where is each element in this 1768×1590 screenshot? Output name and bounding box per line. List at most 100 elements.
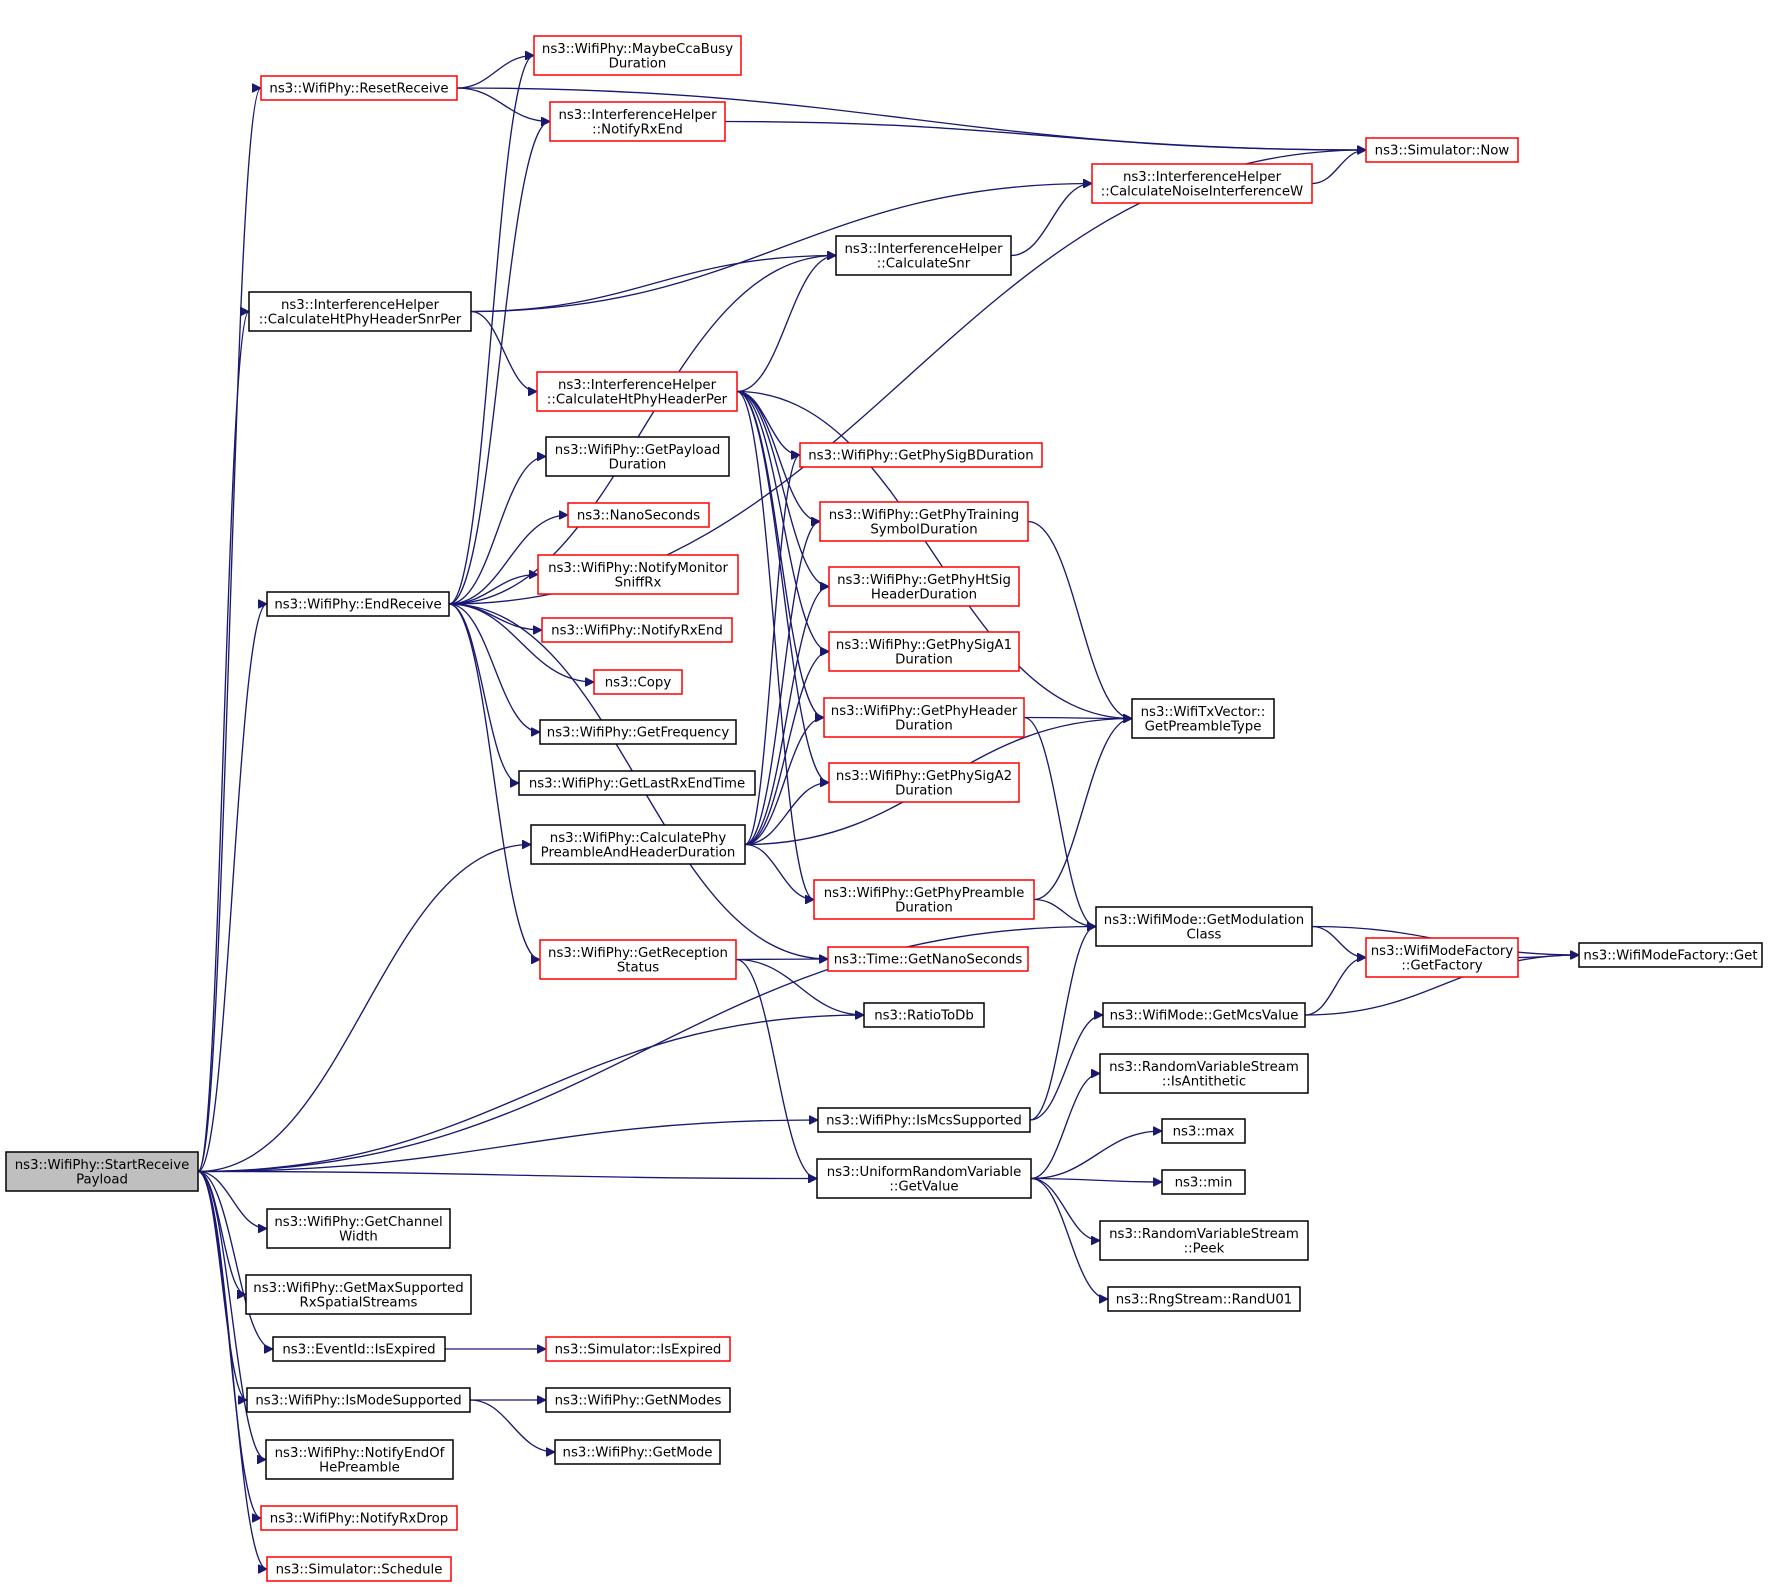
node-label: Duration	[895, 652, 953, 667]
node-ns3-wifiphy-endreceive[interactable]: ns3::WifiPhy::EndReceive	[266, 591, 450, 617]
node-box	[260, 1505, 458, 1531]
edge-urv-to-nmin	[1030, 1179, 1162, 1183]
node-ns3-wifiphy-getphytrainingsymbolduration[interactable]: ns3::WifiPhy::GetPhyTrainingSymbolDurati…	[819, 501, 1029, 542]
node-ns3-wifiphy-getnmodes[interactable]: ns3::WifiPhy::GetNModes	[545, 1387, 731, 1413]
node-label: ns3::InterferenceHelper	[844, 242, 1003, 257]
node-ns3-nanoseconds[interactable]: ns3::NanoSeconds	[567, 502, 710, 528]
node-ns3-wifiphy-notifyrxdrop[interactable]: ns3::WifiPhy::NotifyRxDrop	[260, 1505, 458, 1531]
node-label: ns3::WifiPhy::GetPayload	[555, 443, 721, 458]
node-label: PreambleAndHeaderDuration	[541, 845, 736, 860]
node-label: ns3::WifiPhy::CalculatePhy	[550, 831, 727, 846]
node-ns3-time-getnanoseconds[interactable]: ns3::Time::GetNanoSeconds	[827, 946, 1029, 972]
node-label: ns3::RatioToDb	[874, 1009, 974, 1024]
edge-start-to-ratio	[197, 1015, 864, 1173]
node-ns3-wifiphy-getphysigbduration[interactable]: ns3::WifiPhy::GetPhySigBDuration	[799, 442, 1043, 468]
node-ns3-simulator-isexpired[interactable]: ns3::Simulator::IsExpired	[545, 1336, 731, 1362]
node-ns3-simulator-schedule[interactable]: ns3::Simulator::Schedule	[266, 1556, 452, 1582]
node-ns3-rngstream-randu01[interactable]: ns3::RngStream::RandU01	[1107, 1286, 1301, 1312]
edge-endrecv-to-getlast	[448, 603, 520, 783]
node-ns3-interferencehelper-calculatesnr[interactable]: ns3::InterferenceHelper::CalculateSnr	[835, 235, 1012, 276]
edge-training-to-txvec	[1027, 520, 1132, 719]
node-ns3-wifiphy-getfrequency[interactable]: ns3::WifiPhy::GetFrequency	[539, 719, 737, 745]
node-ns3-min[interactable]: ns3::min	[1161, 1169, 1246, 1195]
node-label: Duration	[609, 457, 667, 472]
node-label: ns3::WifiPhy::GetPhySigA1	[836, 638, 1012, 653]
node-ns3-wifimodefactory-getfactory[interactable]: ns3::WifiModeFactory::GetFactory	[1365, 937, 1519, 978]
node-ns3-wifiphy-calculatephypreambleandheaderduration[interactable]: ns3::WifiPhy::CalculatePhyPreambleAndHea…	[530, 824, 746, 865]
node-box	[1102, 1002, 1306, 1028]
node-label: ns3::WifiPhy::NotifyRxDrop	[270, 1512, 448, 1527]
node-ns3-interferencehelper-notifyrxend[interactable]: ns3::InterferenceHelper::NotifyRxEnd	[549, 101, 726, 142]
node-ns3-wifitxvector-getpreambletype[interactable]: ns3::WifiTxVector::GetPreambleType	[1131, 698, 1275, 739]
node-label: ns3::WifiPhy::GetChannel	[274, 1215, 442, 1230]
node-label: Duration	[895, 783, 953, 798]
node-box	[823, 697, 1025, 738]
node-box	[539, 719, 737, 745]
node-label: ns3::WifiPhy::ResetReceive	[269, 82, 448, 97]
node-label: ::GetValue	[889, 1179, 958, 1194]
node-ns3-interferencehelper-calculatenoiseinterferencew[interactable]: ns3::InterferenceHelper::CalculateNoiseI…	[1091, 163, 1313, 204]
node-label: ns3::WifiPhy::GetMode	[563, 1446, 713, 1461]
node-label: ns3::Simulator::IsExpired	[555, 1343, 722, 1358]
node-label: ns3::InterferenceHelper	[281, 298, 440, 313]
edge-start-to-mcssup	[197, 1120, 818, 1173]
node-ns3-wifiphy-resetreceive[interactable]: ns3::WifiPhy::ResetReceive	[260, 75, 458, 101]
edge-start-to-urv	[197, 1170, 817, 1179]
node-ns3-copy[interactable]: ns3::Copy	[593, 669, 683, 695]
node-ns3-max[interactable]: ns3::max	[1161, 1118, 1246, 1144]
node-ns3-wifiphy-notifyrxend[interactable]: ns3::WifiPhy::NotifyRxEnd	[541, 617, 733, 643]
edge-ih_per-to-sigb	[736, 390, 801, 456]
node-ns3-simulator-now[interactable]: ns3::Simulator::Now	[1365, 137, 1519, 163]
edge-calcpre-to-training	[744, 522, 821, 846]
node-ns3-interferencehelper-calculatehtphyheaderper[interactable]: ns3::InterferenceHelper::CalculateHtPhyH…	[536, 371, 738, 412]
node-ns3-randomvariablestream-peek[interactable]: ns3::RandomVariableStream::Peek	[1099, 1220, 1309, 1261]
node-ns3-wifiphy-getmode[interactable]: ns3::WifiPhy::GetMode	[554, 1439, 721, 1465]
node-ns3-wifiphy-getmaxsupportedrxspatialstreams[interactable]: ns3::WifiPhy::GetMaxSupportedRxSpatialSt…	[245, 1274, 472, 1315]
node-label: ns3::WifiPhy::GetPhyHeader	[831, 704, 1018, 719]
node-label: Status	[617, 960, 659, 975]
node-label: ns3::WifiPhy::NotifyEndOf	[275, 1446, 445, 1461]
node-ns3-ratiotodb[interactable]: ns3::RatioToDb	[863, 1002, 985, 1028]
node-box	[554, 1439, 721, 1465]
graph-edges	[197, 56, 1579, 1570]
node-ns3-wifimodefactory-get[interactable]: ns3::WifiModeFactory::Get	[1578, 942, 1763, 968]
node-label: ns3::RandomVariableStream	[1109, 1060, 1299, 1075]
node-ns3-wifiphy-ismodesupported[interactable]: ns3::WifiPhy::IsModeSupported	[246, 1387, 471, 1413]
edge-start-to-endhe	[197, 1170, 267, 1460]
node-label: Duration	[895, 718, 953, 733]
graph-nodes: ns3::WifiPhy::StartReceivePayloadns3::Wi…	[5, 35, 1763, 1582]
node-ns3-wifimode-getmcsvalue[interactable]: ns3::WifiMode::GetMcsValue	[1102, 1002, 1306, 1028]
node-box	[567, 502, 710, 528]
node-label: ns3::WifiModeFactory	[1371, 944, 1514, 959]
edge-preamble-to-modclass	[1033, 898, 1096, 927]
node-label: ns3::WifiPhy::MaybeCcaBusy	[542, 42, 733, 57]
node-label: HeaderDuration	[871, 587, 977, 602]
node-label: ns3::NanoSeconds	[577, 509, 700, 524]
edge-header-to-modclass	[1023, 716, 1097, 927]
node-ns3-eventid-isexpired[interactable]: ns3::EventId::IsExpired	[272, 1336, 446, 1362]
node-ns3-interferencehelper-calculatehtphyheadersnrper[interactable]: ns3::InterferenceHelper::CalculateHtPhyH…	[248, 291, 472, 332]
edge-endrecv-to-getfreq	[448, 603, 541, 732]
node-ns3-randomvariablestream-isantithetic[interactable]: ns3::RandomVariableStream::IsAntithetic	[1099, 1053, 1309, 1094]
node-box	[536, 371, 738, 412]
node-ns3-wifiphy-ismcssupported[interactable]: ns3::WifiPhy::IsMcsSupported	[817, 1107, 1031, 1133]
edge-calcpre-to-preamble	[744, 843, 815, 900]
node-label: ::Peek	[1184, 1241, 1225, 1256]
edge-start-to-schedule	[197, 1170, 268, 1570]
node-ns3-uniformrandomvariable-getvalue[interactable]: ns3::UniformRandomVariable::GetValue	[816, 1158, 1032, 1199]
node-ns3-wifiphy-getlastrxendtime[interactable]: ns3::WifiPhy::GetLastRxEndTime	[518, 770, 756, 796]
edge-endrecv-to-ih_notify	[448, 122, 551, 605]
